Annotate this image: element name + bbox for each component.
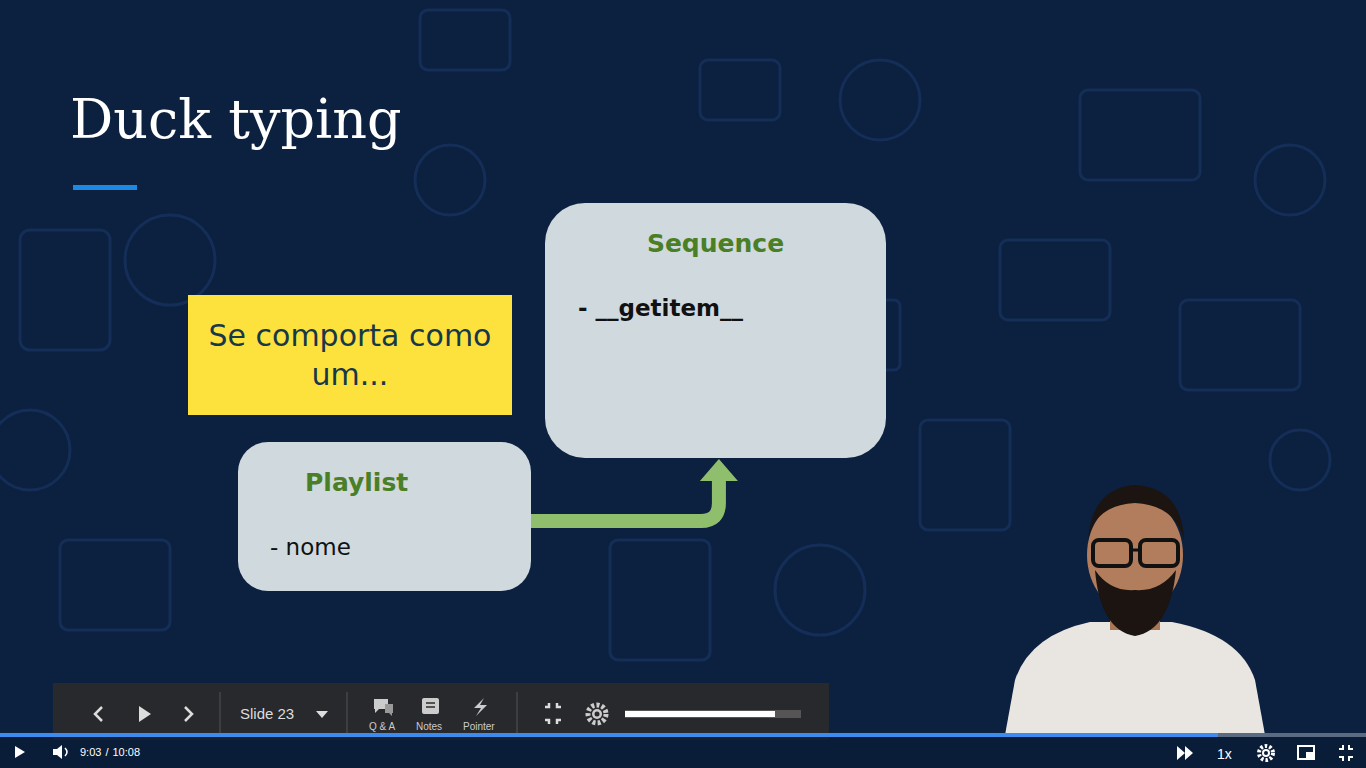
total-time: 10:08 <box>112 746 140 759</box>
playback-speed: 1x <box>1217 746 1232 763</box>
class-box: Sequence - __getitem__ <box>545 203 886 458</box>
button-label: Q & A <box>369 721 395 733</box>
time-separator: / <box>105 746 108 759</box>
button-label: Pointer <box>463 721 495 733</box>
method-text: - __getitem__ <box>578 295 743 323</box>
inheritance-arrow <box>531 459 738 521</box>
class-box: Playlist - nome <box>238 442 531 591</box>
class-heading: Playlist <box>305 468 408 498</box>
callout-text: Se comporta como um... <box>202 316 498 394</box>
slide-number: Slide 23 <box>240 705 294 723</box>
callout-box: Se comporta como um... <box>188 295 512 415</box>
slide-title: Duck typing <box>70 88 402 153</box>
button-label: Notes <box>416 721 442 733</box>
class-heading: Sequence <box>545 229 886 259</box>
attribute-text: - nome <box>270 534 351 562</box>
current-time: 9:03 <box>80 746 101 759</box>
